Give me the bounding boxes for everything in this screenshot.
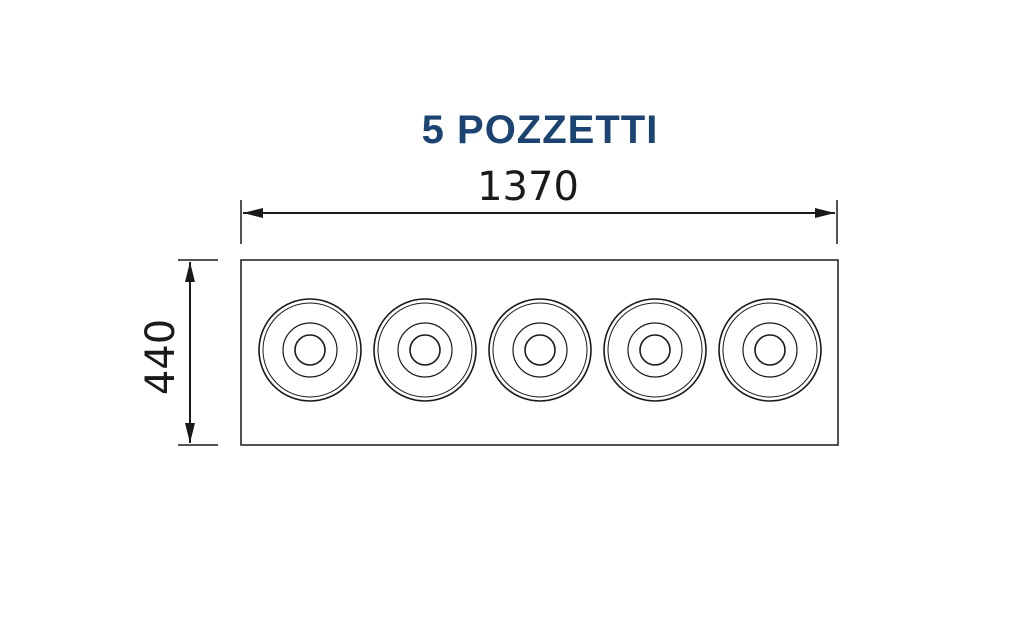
basin-outline	[240, 259, 839, 446]
well-inner-ring	[742, 322, 798, 378]
well-inner-ring	[397, 322, 453, 378]
well-drain-ring	[639, 334, 671, 366]
well-outer-ring	[607, 302, 703, 398]
well-outer-ring	[258, 298, 362, 402]
well-drain-ring	[409, 334, 441, 366]
well-outer-ring	[488, 298, 592, 402]
height-dimension: 440	[138, 259, 218, 446]
well-outer-ring	[492, 302, 588, 398]
well-drain-ring	[754, 334, 786, 366]
width-dimension-label: 1370	[477, 164, 579, 210]
well-outer-ring	[377, 302, 473, 398]
well-outer-ring	[373, 298, 477, 402]
well-outer-ring	[718, 298, 822, 402]
well	[718, 298, 822, 402]
well-inner-ring	[282, 322, 338, 378]
height-dimension-label: 440	[138, 319, 184, 395]
diagram-title: 5 POZZETTI	[422, 108, 659, 152]
well-inner-ring	[627, 322, 683, 378]
width-dimension: 1370	[240, 164, 838, 244]
well-outer-ring	[722, 302, 818, 398]
well	[373, 298, 477, 402]
well-drain-ring	[524, 334, 556, 366]
well	[488, 298, 592, 402]
well-outer-ring	[603, 298, 707, 402]
well-drain-ring	[294, 334, 326, 366]
wells-group	[258, 298, 822, 402]
well	[603, 298, 707, 402]
well-inner-ring	[512, 322, 568, 378]
well-outer-ring	[262, 302, 358, 398]
well	[258, 298, 362, 402]
